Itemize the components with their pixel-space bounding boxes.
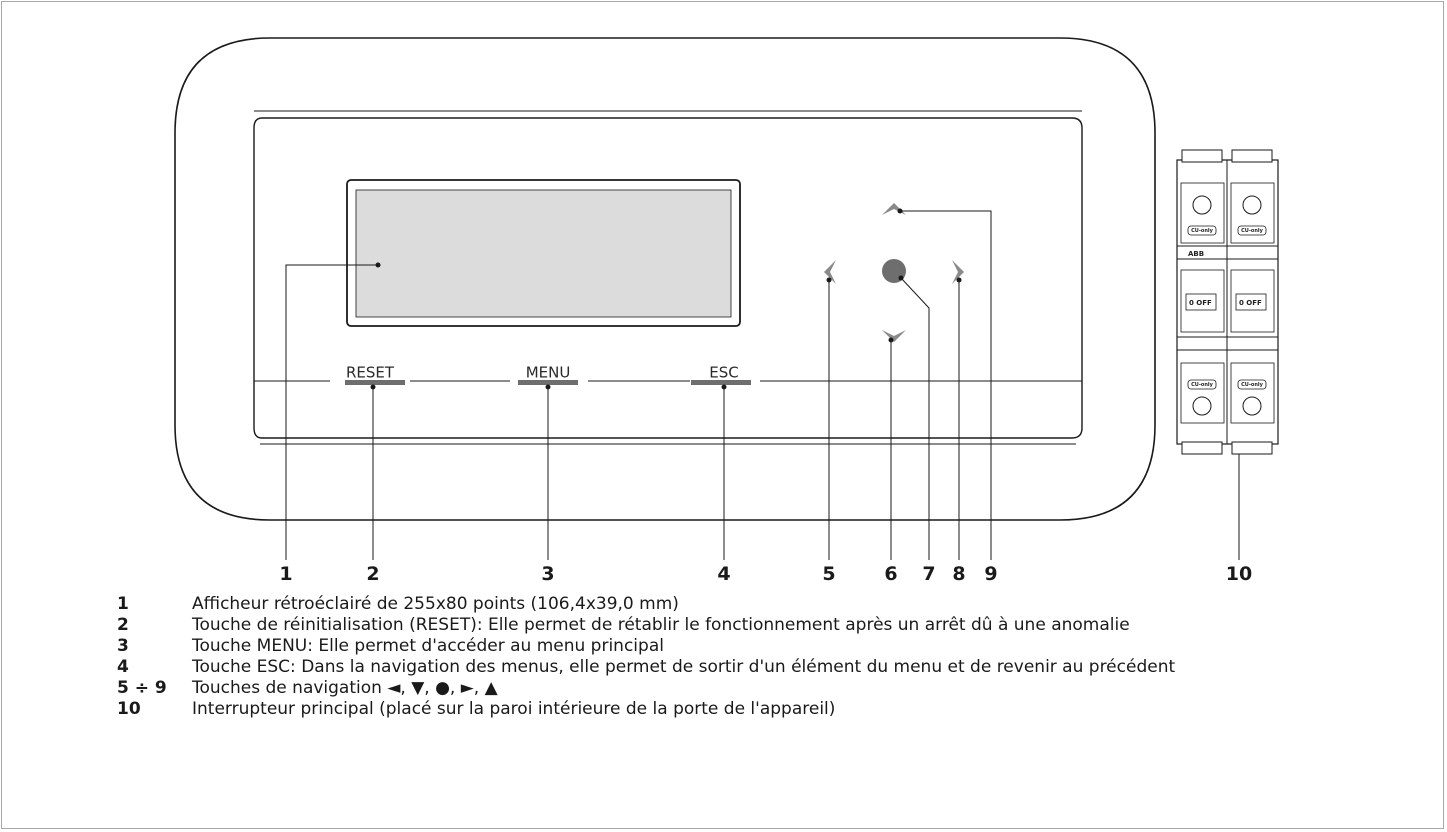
legend-number: 4 <box>117 657 129 677</box>
nav-right-button[interactable] <box>952 260 964 284</box>
main-switch <box>1176 149 1279 455</box>
reset-button[interactable] <box>345 380 405 385</box>
callout-5: 5 <box>822 563 835 585</box>
control-panel-diagram: RESET MENU ESC <box>174 37 1279 585</box>
callout-7: 7 <box>922 563 935 585</box>
switch-lever[interactable] <box>1185 293 1217 311</box>
callout-8: 8 <box>952 563 965 585</box>
menu-label: MENU <box>526 364 571 382</box>
legend-text: Interrupteur principal (placé sur la par… <box>192 699 836 719</box>
nav-down-button[interactable] <box>882 330 906 342</box>
callout-3: 3 <box>541 563 554 585</box>
legend-row: 10 Interrupteur principal (placé sur la … <box>117 699 1317 720</box>
callout-10: 10 <box>1226 563 1252 585</box>
leader-7 <box>900 277 930 560</box>
terminal-label: CU-only <box>1191 228 1214 234</box>
off-label: 0 OFF <box>1239 299 1262 307</box>
legend-text: Touche MENU: Elle permet d'accéder au me… <box>192 636 664 656</box>
legend-number: 5 ÷ 9 <box>117 678 167 698</box>
terminal-screw-icon <box>1242 396 1262 416</box>
terminal-screw-icon <box>1242 195 1262 215</box>
esc-button[interactable] <box>691 380 751 385</box>
off-label: 0 OFF <box>1189 299 1212 307</box>
legend-number: 3 <box>117 636 129 656</box>
terminal-label: CU-only <box>1191 382 1214 388</box>
callout-4: 4 <box>717 563 730 585</box>
esc-label: ESC <box>709 364 738 382</box>
legend-number: 2 <box>117 615 129 635</box>
legend: 1 Afficheur rétroéclairé de 255x80 point… <box>117 594 1317 720</box>
leader-lines <box>285 210 1240 560</box>
legend-text: Touche ESC: Dans la navigation des menus… <box>192 657 1176 677</box>
legend-row: 2 Touche de réinitialisation (RESET): El… <box>117 615 1317 636</box>
leader-9 <box>900 210 992 560</box>
callout-1: 1 <box>279 563 292 585</box>
leader-1 <box>285 264 378 560</box>
switch-lever[interactable] <box>1235 293 1267 311</box>
terminal-screw-icon <box>1192 195 1212 215</box>
switch-brand: ABB <box>1188 250 1204 258</box>
legend-text: Afficheur rétroéclairé de 255x80 points … <box>192 594 679 614</box>
callout-9: 9 <box>984 563 997 585</box>
terminal-label: CU-only <box>1241 382 1264 388</box>
legend-text: Touches de navigation ◄, ▼, ●, ►, ▲ <box>192 678 498 698</box>
legend-number: 1 <box>117 594 129 614</box>
nav-left-button[interactable] <box>824 260 836 284</box>
legend-number: 10 <box>117 699 141 719</box>
legend-row: 3 Touche MENU: Elle permet d'accéder au … <box>117 636 1317 657</box>
callout-6: 6 <box>884 563 897 585</box>
terminal-label: CU-only <box>1241 228 1264 234</box>
legend-text: Touche de réinitialisation (RESET): Elle… <box>192 615 1130 635</box>
callout-2: 2 <box>366 563 379 585</box>
lcd-display <box>355 189 732 318</box>
legend-row: 1 Afficheur rétroéclairé de 255x80 point… <box>117 594 1317 615</box>
reset-label: RESET <box>346 364 395 382</box>
menu-button[interactable] <box>518 380 578 385</box>
terminal-screw-icon <box>1192 396 1212 416</box>
legend-row: 4 Touche ESC: Dans la navigation des men… <box>117 657 1317 678</box>
legend-row: 5 ÷ 9 Touches de navigation ◄, ▼, ●, ►, … <box>117 678 1317 699</box>
